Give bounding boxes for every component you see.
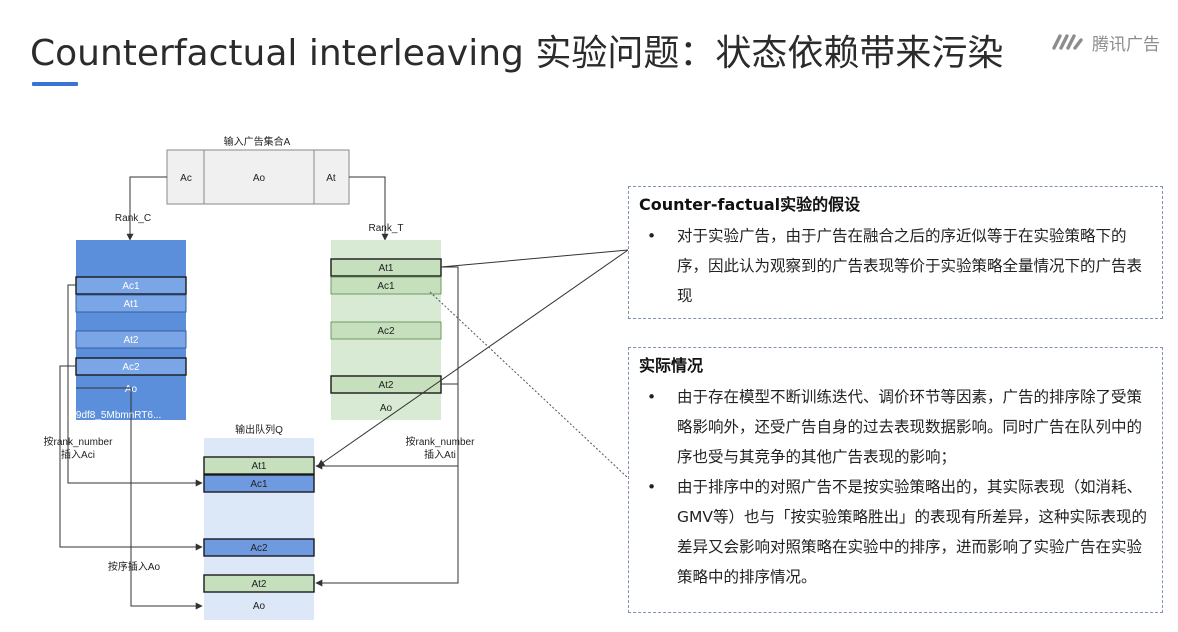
input-set-box bbox=[166, 149, 350, 205]
assumption-item: 对于实验广告，由于广告在融合之后的序近似等于在实验策略下的序，因此认为观察到的广… bbox=[639, 221, 1152, 311]
overlay-fragment: ...09df8_5MbmnRT6... bbox=[62, 410, 162, 421]
logo: 腾讯广告 bbox=[1052, 30, 1160, 55]
q-item-label: At2 bbox=[251, 579, 266, 590]
reality-list: 由于存在模型不断训练迭代、调价环节等因素，广告的排序除了受策略影响外，还受广告自… bbox=[639, 382, 1152, 592]
q-item-label: At1 bbox=[251, 461, 266, 472]
c-item-label: Ac1 bbox=[122, 281, 140, 292]
q-item-label: Ac2 bbox=[250, 543, 268, 554]
c-item-label: Ac2 bbox=[122, 362, 140, 373]
q-item-label: Ao bbox=[253, 601, 266, 612]
logo-text: 腾讯广告 bbox=[1092, 34, 1160, 55]
insert-c-label-line2: 插入Aci bbox=[61, 448, 95, 461]
insert-t-label-line1: 按rank_number bbox=[406, 435, 476, 448]
q-item bbox=[203, 574, 315, 593]
reality-panel-title: 实际情况 bbox=[639, 356, 704, 375]
t-item bbox=[330, 321, 442, 340]
q-item-label: Ac1 bbox=[250, 479, 268, 490]
callout-line bbox=[317, 249, 629, 467]
page-title: Counterfactual interleaving 实验问题：状态依赖带来污… bbox=[30, 33, 1004, 74]
reality-item: 由于存在模型不断训练迭代、调价环节等因素，广告的排序除了受策略影响外，还受广告自… bbox=[639, 382, 1152, 472]
assumption-panel-title: Counter-factual实验的假设 bbox=[639, 195, 861, 214]
t-item-label: Ac2 bbox=[377, 326, 395, 337]
dotted-callout-line bbox=[429, 291, 629, 479]
callout-line bbox=[440, 249, 629, 268]
c-item-label: At2 bbox=[123, 335, 138, 346]
c-item bbox=[75, 330, 187, 349]
c-item bbox=[75, 294, 187, 313]
c-item-label: At1 bbox=[123, 299, 138, 310]
insert-o-label: 按序插入Ao bbox=[108, 560, 161, 573]
rank-t-label: Rank_T bbox=[368, 223, 403, 234]
t-item-label: Ao bbox=[380, 403, 393, 414]
reality-panel: 实际情况 由于存在模型不断训练迭代、调价环节等因素，广告的排序除了受策略影响外，… bbox=[628, 347, 1163, 613]
q-item bbox=[203, 538, 315, 557]
input-cell: At bbox=[326, 173, 336, 184]
q-item bbox=[203, 474, 315, 493]
rank-c-label: Rank_C bbox=[115, 213, 151, 224]
input-set-label: 输入广告集合A bbox=[224, 135, 291, 148]
t-item-label: At1 bbox=[378, 263, 393, 274]
input-cell: Ao bbox=[253, 173, 266, 184]
assumption-list: 对于实验广告，由于广告在融合之后的序近似等于在实验策略下的序，因此认为观察到的广… bbox=[639, 221, 1152, 311]
t-item bbox=[330, 276, 442, 295]
t-item-label: Ac1 bbox=[377, 281, 395, 292]
title-underline bbox=[32, 82, 78, 86]
reality-item: 由于排序中的对照广告不是按实验策略出的，其实际表现（如消耗、GMV等）也与「按实… bbox=[639, 472, 1152, 592]
t-item-label: At2 bbox=[378, 380, 393, 391]
input-cell: Ac bbox=[180, 173, 192, 184]
insert-c-label-line1: 按rank_number bbox=[44, 435, 114, 448]
tencent-ads-logo-icon bbox=[1052, 34, 1083, 50]
insert-t-label-line2: 插入Ati bbox=[424, 448, 456, 461]
q-item bbox=[203, 456, 315, 475]
assumption-panel: Counter-factual实验的假设 对于实验广告，由于广告在融合之后的序近… bbox=[628, 186, 1163, 319]
output-queue-label: 输出队列Q bbox=[235, 423, 283, 436]
